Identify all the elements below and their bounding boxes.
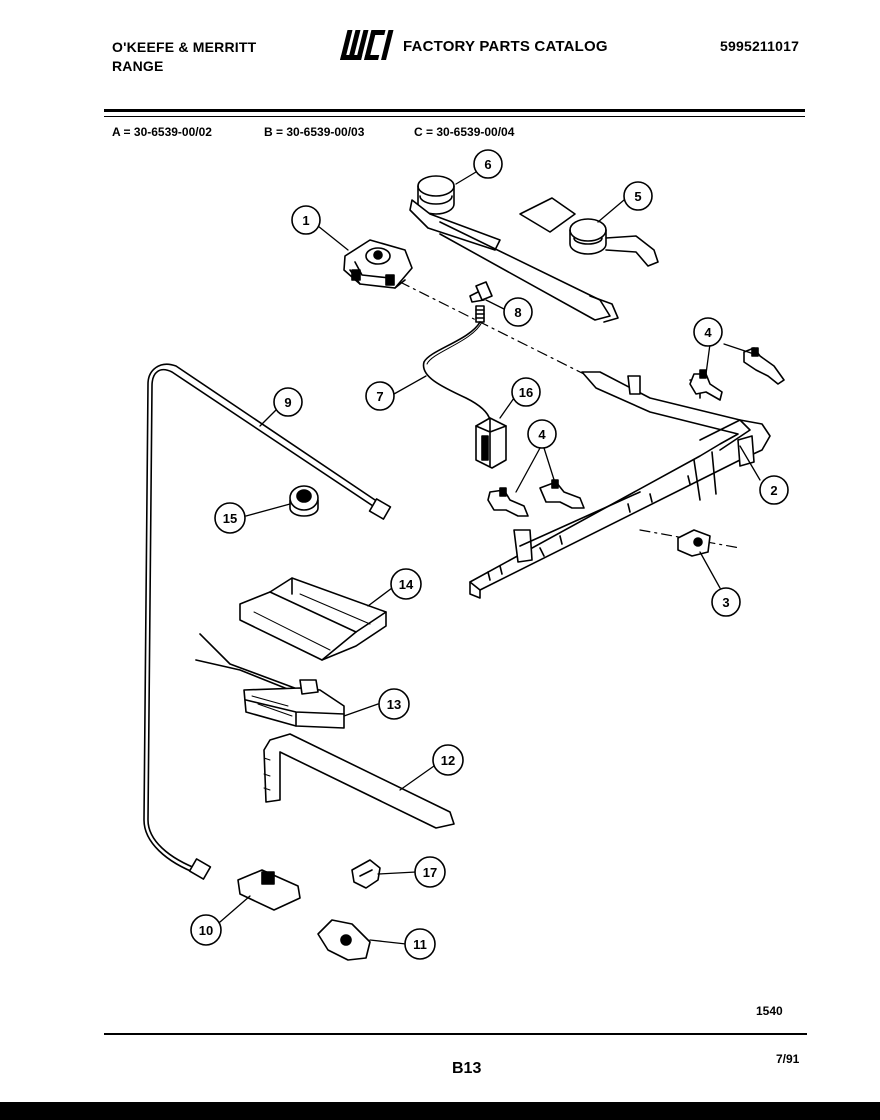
regulator-part [343, 239, 413, 289]
assembly-centerline [399, 281, 601, 383]
catalog-number: 5995211017 [720, 38, 800, 54]
callout-2 [759, 475, 789, 505]
callout-11 [404, 928, 436, 960]
valve-switch [677, 529, 711, 557]
burner-valve-upper [689, 347, 785, 401]
callout-label-5: 5 [634, 189, 641, 204]
callout-label-16: 16 [519, 385, 533, 400]
callout-label-4-upper: 4 [704, 325, 712, 340]
callout-label-4-lower: 4 [538, 427, 546, 442]
callout-3 [711, 587, 741, 617]
catalog-title: FACTORY PARTS CATALOG [403, 38, 608, 55]
callout-label-1: 1 [302, 213, 309, 228]
model-b: B = 30-6539-00/03 [264, 125, 365, 139]
callout-13 [378, 688, 410, 720]
callout-8 [503, 297, 533, 327]
header-rule-thin [104, 116, 805, 117]
callout-17 [414, 856, 446, 888]
callout-7 [365, 381, 395, 411]
clip-bracket [469, 281, 493, 323]
header-rule [104, 109, 805, 112]
footer-rule [104, 1033, 807, 1035]
burner-bracket [237, 869, 301, 911]
model-a: A = 30-6539-00/02 [112, 125, 212, 139]
top-burner-left [409, 175, 619, 323]
callout-label-11: 11 [413, 937, 427, 952]
mounting-bracket [317, 919, 371, 961]
orifice-fitting [289, 485, 319, 517]
callout-15 [214, 502, 246, 534]
leader-lines [219, 171, 761, 945]
thermocouple-lead [422, 321, 491, 421]
callout-circles [190, 149, 789, 960]
oven-burner [195, 633, 345, 729]
page-label: B13 [452, 1060, 482, 1077]
callout-label-12: 12 [441, 753, 455, 768]
callout-label-17: 17 [423, 865, 437, 880]
callout-1 [291, 205, 321, 235]
callout-12 [432, 744, 464, 776]
callout-10 [190, 914, 222, 946]
wci-logo [340, 30, 394, 60]
revision-date: 7/91 [776, 1052, 800, 1066]
pilot-clip [351, 859, 381, 889]
illustration-code: 1540 [756, 1004, 783, 1018]
model-c: C = 30-6539-00/04 [414, 125, 515, 139]
scan-border [0, 1102, 880, 1120]
callout-label-10: 10 [199, 923, 213, 938]
callout-14 [390, 568, 422, 600]
callout-label-13: 13 [387, 697, 401, 712]
callout-label-2: 2 [770, 483, 777, 498]
gas-manifold [469, 371, 771, 599]
burner-valve-lower [487, 479, 585, 517]
callout-label-9: 9 [284, 395, 291, 410]
callout-label-6: 6 [484, 157, 491, 172]
callout-label-15: 15 [223, 511, 237, 526]
burner-tube [263, 733, 455, 829]
brand-block: O'KEEFE & MERRITT RANGE [112, 38, 256, 76]
callout-5 [623, 181, 653, 211]
switch-module [475, 417, 507, 469]
callout-16 [511, 377, 541, 407]
top-burner-right [519, 197, 659, 267]
callout-label-14: 14 [399, 577, 414, 592]
brand-name: O'KEEFE & MERRITT [112, 39, 257, 55]
callout-label-8: 8 [514, 305, 521, 320]
callout-label-7: 7 [376, 389, 383, 404]
callout-4-upper [693, 317, 723, 347]
callout-4-lower [527, 419, 557, 449]
callout-label-3: 3 [722, 595, 729, 610]
gas-supply-tube [143, 363, 392, 880]
callout-6 [473, 149, 503, 179]
heat-shield [239, 577, 387, 661]
callout-9 [273, 387, 303, 417]
product-type: RANGE [112, 58, 164, 74]
